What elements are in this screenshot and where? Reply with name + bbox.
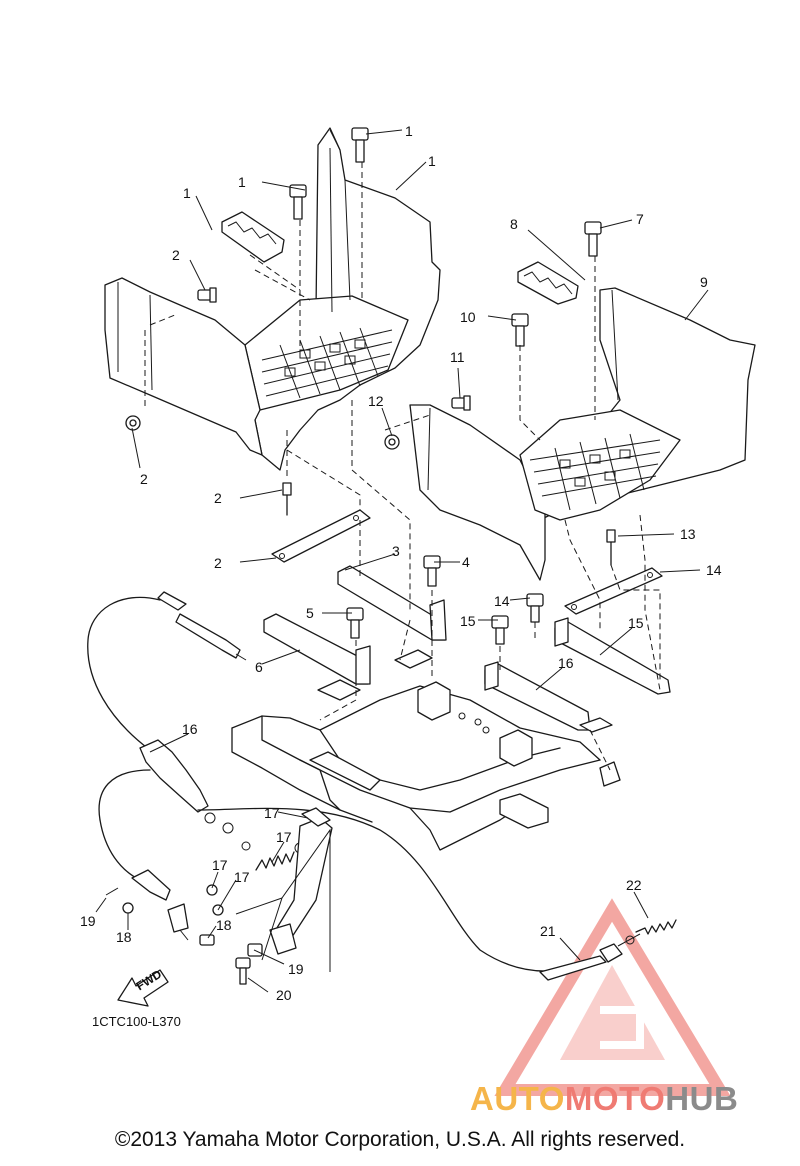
callout-3: 17: [264, 805, 280, 821]
callout-19b: 12: [368, 393, 384, 409]
callout-2b: 5: [306, 605, 314, 621]
callout-22: 17: [276, 829, 292, 845]
callout-13: 1: [428, 153, 436, 169]
callout-1c: 15: [628, 615, 644, 631]
callout-5: 20: [276, 987, 292, 1003]
bolt-2-d: [491, 615, 509, 645]
callout-1a: 3: [392, 543, 400, 559]
rivet-16-b: [606, 529, 616, 566]
frame: [231, 649, 621, 851]
bracket-1-d: [554, 617, 671, 695]
bracket-1-b: [263, 613, 371, 685]
diagram-code: 1CTC100-L370: [92, 1014, 181, 1029]
tread-plate-15-right: [517, 261, 579, 305]
pedal-bracket-box: [235, 828, 331, 972]
grommet-19-a: [125, 415, 141, 431]
brake-cable: [87, 591, 677, 981]
callout-17c: 7: [636, 211, 644, 227]
callout-4: 19: [288, 961, 304, 977]
callout-10: 18: [116, 929, 132, 945]
bracket-1-c: [484, 661, 591, 731]
callout-12: 9: [700, 274, 708, 290]
callout-16b: 13: [680, 526, 696, 542]
watermark-auto: AUTO: [470, 1080, 565, 1117]
callout-14b: 14: [706, 562, 722, 578]
callout-20: 21: [540, 923, 556, 939]
bracket-1-a: [337, 565, 447, 641]
bolt-18-b: [451, 395, 471, 411]
tread-plate-15-left: [221, 211, 285, 263]
callout-18b: 11: [450, 349, 465, 365]
callout-21: 16: [182, 721, 198, 737]
callout-2c: 14: [494, 593, 510, 609]
right-tread-grid: [529, 433, 661, 511]
callout-leaders: [95, 129, 709, 993]
callout-14a: 2: [214, 555, 222, 571]
plate-14-left: [271, 509, 371, 563]
right-footrest-12: [409, 287, 756, 581]
callout-2a: 4: [462, 554, 470, 570]
rivet-16-a: [282, 482, 292, 516]
callout-7: 17: [234, 869, 250, 885]
fwd-arrow-icon: FWD: [117, 967, 169, 1007]
bolt-2-b: [346, 607, 364, 639]
callout-8: 22: [626, 877, 642, 893]
copyright-notice: ©2013 Yamaha Motor Corporation, U.S.A. A…: [114, 1128, 686, 1151]
brake-pedal-3: [269, 807, 333, 955]
bolt-17-d: [511, 313, 529, 347]
callout-17d: 10: [460, 309, 476, 325]
left-tread-grid: [261, 327, 393, 399]
bolt-17-a: [351, 127, 369, 163]
bolt-2-c: [526, 593, 544, 623]
plate-14-right: [564, 567, 663, 615]
callout-2d: 15: [460, 613, 476, 629]
grommet-19-b: [384, 434, 400, 450]
callout-11: 19: [80, 913, 96, 929]
watermark-logo-text: AUTOMOTOHUB: [470, 1080, 800, 1120]
callout-15a: 1: [183, 185, 191, 201]
assembly-lines: [144, 162, 661, 771]
watermark-hub: HUB: [665, 1080, 739, 1117]
callout-1b: 6: [255, 659, 263, 675]
callout-18a: 2: [172, 247, 180, 263]
callout-9: 18: [216, 917, 232, 933]
watermark-triangle-logo: [494, 898, 731, 1096]
bolt-18-a: [197, 287, 217, 303]
left-footrest-13: [104, 127, 441, 471]
callout-15b: 8: [510, 216, 518, 232]
callout-1d: 16: [558, 655, 574, 671]
callout-16a: 2: [214, 490, 222, 506]
callout-17a: 1: [405, 123, 413, 139]
bolt-17-c: [584, 221, 602, 257]
callout-numbers: 1 1 1 1 2 2 2 2 3 4 5 6 7 8 9 10 11 12 1…: [80, 123, 722, 1003]
small-parts: [105, 884, 263, 985]
callout-17b: 1: [238, 174, 246, 190]
callout-19a: 2: [140, 471, 148, 487]
watermark-moto: MOTO: [564, 1080, 666, 1117]
callout-6: 17: [212, 857, 228, 873]
bolt-2-a: [423, 555, 441, 587]
